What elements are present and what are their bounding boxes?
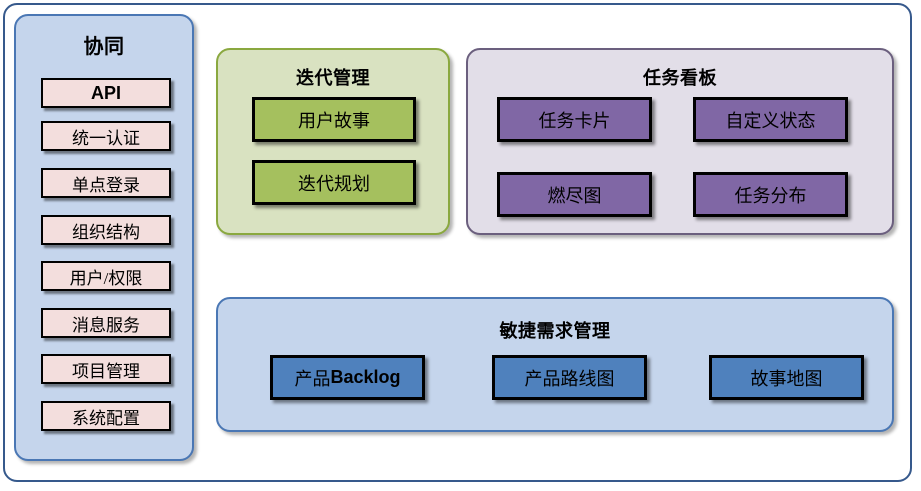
agile-item-product-backlog-cjk: 产品: [294, 368, 331, 389]
panel-agile-requirement-management-title: 敏捷需求管理: [499, 321, 611, 342]
agile-item-story-map[interactable]: 故事地图: [709, 355, 864, 400]
iteration-item-iteration-planning[interactable]: 迭代规划: [252, 160, 416, 205]
sidebar-item-org-structure[interactable]: 组织结构: [41, 215, 171, 245]
sidebar-item-project-management[interactable]: 项目管理: [41, 354, 171, 384]
panel-task-board[interactable]: 任务看板 任务卡片 自定义状态 燃尽图 任务分布: [466, 48, 894, 235]
sidebar-item-api[interactable]: API: [41, 78, 171, 108]
agile-item-product-roadmap[interactable]: 产品路线图: [492, 355, 647, 400]
sidebar-item-system-config[interactable]: 系统配置: [41, 401, 171, 431]
sidebar-item-unified-auth[interactable]: 统一认证: [41, 121, 171, 151]
taskboard-item-burndown-chart[interactable]: 燃尽图: [497, 172, 652, 217]
agile-item-product-backlog-latin: Backlog: [330, 367, 401, 387]
taskboard-item-task-card[interactable]: 任务卡片: [497, 97, 652, 142]
sidebar-item-user-permission[interactable]: 用户/权限: [41, 261, 171, 291]
taskboard-item-custom-status[interactable]: 自定义状态: [693, 97, 848, 142]
sidebar-item-message-service[interactable]: 消息服务: [41, 308, 171, 338]
panel-collaboration-title: 协同: [83, 34, 125, 58]
panel-iteration-management[interactable]: 迭代管理 用户故事 迭代规划: [216, 48, 450, 235]
sidebar-item-sso[interactable]: 单点登录: [41, 168, 171, 198]
panel-iteration-management-title: 迭代管理: [296, 68, 370, 89]
panel-collaboration[interactable]: 协同 API 统一认证 单点登录 组织结构 用户/权限 消息服务 项目管理 系统…: [14, 14, 194, 461]
taskboard-item-task-distribution[interactable]: 任务分布: [693, 172, 848, 217]
iteration-item-user-story[interactable]: 用户故事: [252, 97, 416, 142]
panel-task-board-title: 任务看板: [643, 68, 717, 89]
